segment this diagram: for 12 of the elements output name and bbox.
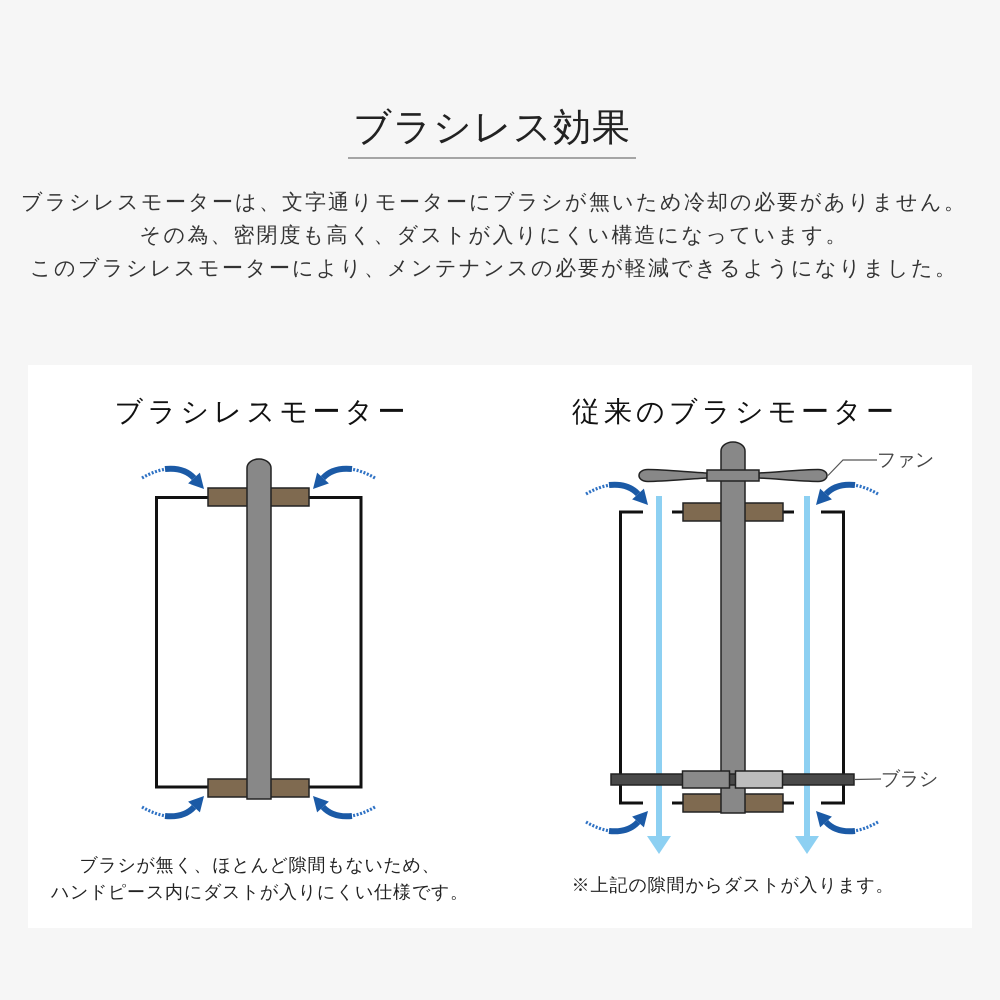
fan <box>638 468 828 482</box>
brush <box>610 770 855 789</box>
part-label: ブラシ <box>881 767 938 791</box>
caption: ブラシが無く、ほとんど隙間もないため、ハンドピース内にダストが入りにくい仕様です。 <box>50 854 470 905</box>
leader-line <box>828 459 877 476</box>
caption: ※上記の隙間からダストが入ります。 <box>572 874 894 898</box>
leader-line <box>854 778 882 780</box>
part-label: ファン <box>877 448 934 472</box>
intro-paragraph: ブラシレスモーターは、文字通りモーターにブラシが無いため冷却の必要がありません。その為、密閉度も高く、ダストが入りにくい構造になっています。このブラシレスモーターにより、メンテナンスの必要が軽減できるようになりました。 <box>20 189 968 282</box>
page-title: ブラシレス効果 <box>353 104 631 151</box>
section-heading: ブラシレスモーター <box>114 394 410 430</box>
section-heading: 従来のブラシモーター <box>572 394 898 430</box>
